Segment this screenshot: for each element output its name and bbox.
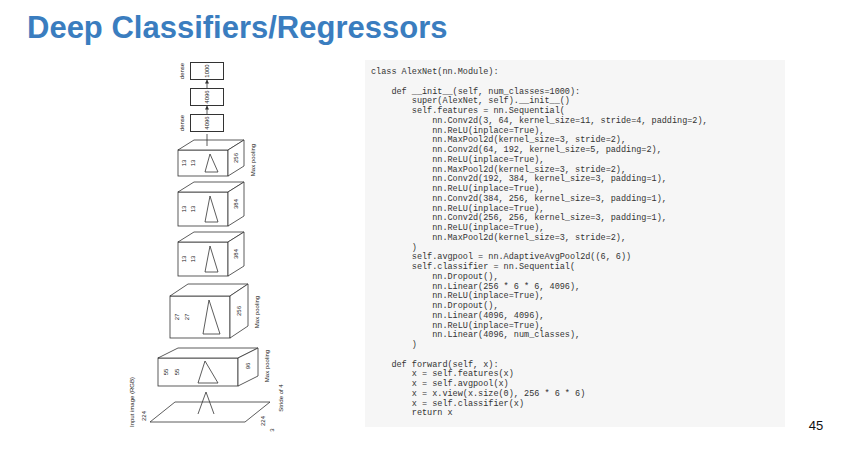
input-dimension: 3 [269, 428, 275, 431]
code-line: nn.Dropout(), [371, 302, 779, 312]
code-line: nn.ReLU(inplace=True), [371, 185, 779, 195]
layer-dimension: 13 [181, 256, 187, 263]
code-line: nn.Conv2d(3, 64, kernel_size=11, stride=… [371, 117, 779, 127]
layer-dimension: 27 [174, 314, 180, 321]
code-line: ) [371, 244, 779, 254]
layer-dimension: 27 [184, 314, 190, 321]
code-line: nn.Dropout(), [371, 273, 779, 283]
code-line: nn.MaxPool2d(kernel_size=3, stride=2), [371, 136, 779, 146]
layer-type: dense [179, 63, 185, 79]
layer-link [207, 134, 208, 146]
kernel-pyramid [198, 392, 214, 414]
layer-depth: 256 [236, 306, 242, 316]
layer-arrow [207, 80, 208, 88]
code-line: ) [371, 341, 779, 351]
layer-type: dense [179, 115, 185, 131]
layer-size: 4096 [204, 116, 210, 129]
layer-side [230, 284, 248, 338]
code-line: super(AlexNet, self).__init__() [371, 97, 779, 107]
code-line: x = self.features(x) [371, 370, 779, 380]
code-line: x = self.avgpool(x) [371, 380, 779, 390]
code-line: self.classifier = nn.Sequential( [371, 263, 779, 273]
code-line: nn.Linear(256 * 6 * 6, 4096), [371, 283, 779, 293]
layer-front [158, 358, 238, 386]
layer-side [228, 232, 244, 276]
layer-front [178, 150, 228, 176]
code-line: nn.ReLU(inplace=True), [371, 322, 779, 332]
code-line: nn.Linear(4096, num_classes), [371, 331, 779, 341]
layer-dimension: 13 [190, 256, 196, 263]
layer-dimension: 13 [181, 160, 187, 167]
kernel-pyramid [205, 196, 218, 222]
code-line: nn.ReLU(inplace=True), [371, 205, 779, 215]
code-line: nn.ReLU(inplace=True), [371, 127, 779, 137]
code-line: def __init__(self, num_classes=1000): [371, 88, 779, 98]
layer-size: 1000 [204, 64, 210, 77]
code-line: nn.MaxPool2d(kernel_size=3, stride=2), [371, 234, 779, 244]
layer-dimension: 13 [190, 206, 196, 213]
pooling-note: Max pooling [250, 144, 256, 176]
dense-layer-box: 4096 [190, 114, 224, 132]
code-line: nn.ReLU(inplace=True), [371, 156, 779, 166]
layer-dimension: 13 [190, 160, 196, 167]
code-line: nn.Conv2d(384, 256, kernel_size=3, paddi… [371, 195, 779, 205]
code-line: nn.Conv2d(256, 256, kernel_size=3, paddi… [371, 214, 779, 224]
layer-front [178, 242, 228, 276]
code-line: nn.ReLU(inplace=True), [371, 292, 779, 302]
input-dimension: 224 [260, 416, 266, 426]
layer-depth: 96 [245, 363, 251, 370]
code-line: class AlexNet(nn.Module): [371, 68, 779, 78]
input-dimension: 224 [141, 411, 147, 421]
code-line: nn.Conv2d(64, 192, kernel_size=5, paddin… [371, 146, 779, 156]
layer-blocks [150, 134, 270, 422]
code-line: nn.ReLU(inplace=True), [371, 224, 779, 234]
code-line: nn.MaxPool2d(kernel_size=3, stride=2), [371, 166, 779, 176]
code-line: self.features = nn.Sequential( [371, 107, 779, 117]
code-line: return x [371, 409, 779, 419]
code-line: self.avgpool = nn.AdaptiveAvgPool2d((6, … [371, 253, 779, 263]
code-line: nn.Linear(4096, 4096), [371, 312, 779, 322]
layer-front [178, 192, 228, 226]
layer-dimension: 55 [163, 369, 169, 376]
layer-dimension: 13 [181, 206, 187, 213]
kernel-pyramid [203, 300, 220, 334]
layer-size: 4096 [204, 90, 210, 103]
layer-depth: 256 [233, 153, 239, 163]
layer-depth: 384 [233, 249, 239, 259]
stride-note: Stride of 4 [278, 384, 284, 411]
code-line: def forward(self, x): [371, 361, 779, 371]
slide-title: Deep Classifiers/Regressors [27, 10, 447, 46]
dense-layer-box: 4096 [190, 88, 224, 106]
input-image [150, 402, 270, 422]
layer-dimension: 55 [174, 369, 180, 376]
layer-side [238, 348, 258, 386]
layer-side [228, 140, 244, 176]
kernel-pyramid [205, 154, 218, 172]
input-label: Input image (RGB) [129, 377, 135, 427]
pooling-note: Max pooling [254, 296, 260, 328]
layer-front [170, 296, 230, 338]
layer-depth: 384 [233, 199, 239, 209]
page-number: 45 [809, 418, 823, 433]
layer-side [228, 182, 244, 226]
code-panel: class AlexNet(nn.Module): def __init__(s… [365, 60, 785, 427]
dense-layer-box: 1000 [190, 62, 224, 80]
code-line: x = x.view(x.size(0), 256 * 6 * 6) [371, 390, 779, 400]
code-line: x = self.classifier(x) [371, 400, 779, 410]
kernel-pyramid [198, 361, 218, 383]
layer-arrow [207, 106, 208, 114]
code-line: nn.Conv2d(192, 384, kernel_size=3, paddi… [371, 175, 779, 185]
pooling-note: Max pooling [264, 350, 270, 382]
kernel-pyramid [205, 246, 218, 272]
